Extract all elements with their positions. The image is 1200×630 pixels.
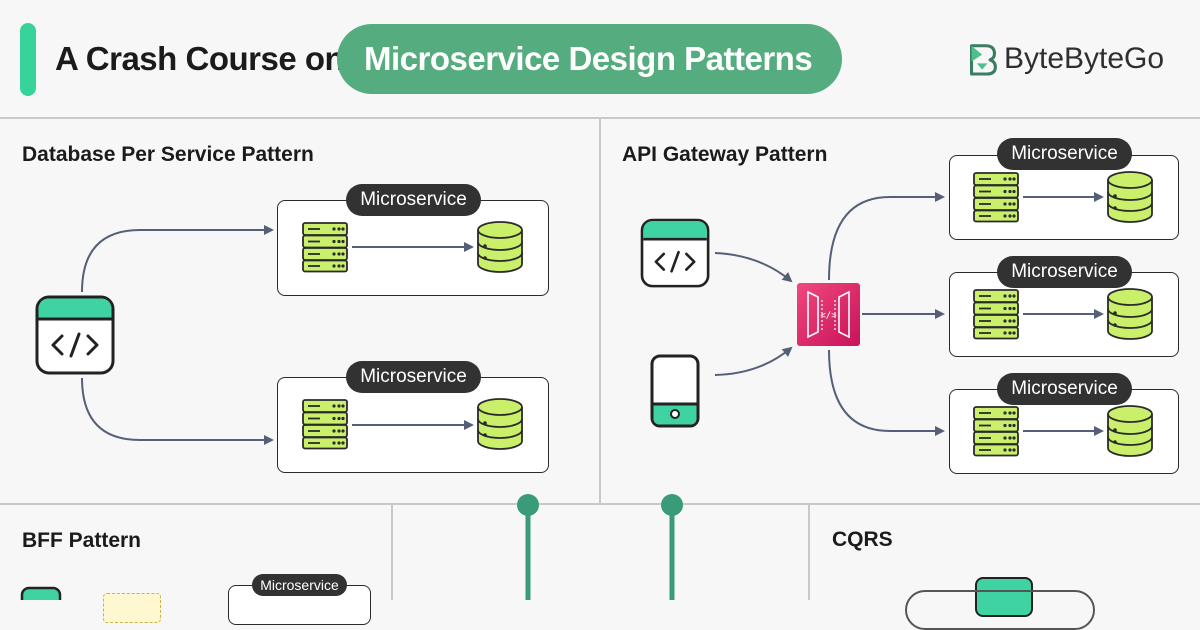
divider-bottom-right: [808, 504, 810, 600]
flow-arrow: [81, 225, 274, 293]
microservice-label: Microservice: [252, 574, 347, 596]
header: A Crash Course on Microservice Design Pa…: [0, 0, 1200, 118]
section-title-bff: BFF Pattern: [22, 529, 142, 552]
brand-name: ByteByteGo: [1004, 42, 1165, 75]
flow-arrow: [714, 252, 793, 283]
teal-connector-dot: [661, 494, 683, 516]
microservice-label: Microservice: [997, 256, 1132, 288]
divider-middle: [599, 118, 601, 504]
client-app-icon: [35, 295, 115, 375]
microservice-label: Microservice: [997, 138, 1132, 170]
api-gateway-icon: </>: [797, 283, 860, 346]
server-rack-icon: [302, 222, 348, 273]
microservice-label: Microservice: [346, 361, 481, 393]
microservice-label: Microservice: [997, 373, 1132, 405]
svg-text:</>: </>: [820, 311, 837, 321]
database-icon: [477, 398, 523, 450]
server-rack-icon: [973, 289, 1019, 340]
diagram-canvas: </>: [20, 171, 1153, 600]
server-rack-icon: [973, 406, 1019, 457]
server-rack-icon: [302, 399, 348, 450]
mobile-phone-icon: [650, 354, 700, 428]
flow-arrow: [714, 346, 793, 376]
server-rack-icon: [973, 172, 1019, 223]
database-icon: [1107, 288, 1153, 340]
divider-bottom: [0, 503, 1200, 505]
section-title-cqrs: CQRS: [832, 528, 893, 551]
teal-connector-dot: [517, 494, 539, 516]
section-title-database-per-service: Database Per Service Pattern: [22, 143, 314, 166]
microservice-label: Microservice: [346, 184, 481, 216]
brand-logo-icon: [969, 44, 997, 76]
database-icon: [1107, 171, 1153, 223]
divider-bottom-left: [391, 504, 393, 600]
title-prefix: A Crash Course on: [55, 40, 345, 77]
client-app-icon: [20, 586, 62, 600]
flow-arrow: [828, 192, 945, 281]
section-title-api-gateway: API Gateway Pattern: [622, 143, 828, 166]
flow-arrow: [828, 349, 945, 436]
flow-arrow: [81, 377, 274, 445]
database-icon: [477, 221, 523, 273]
title-highlight-pill: [337, 24, 842, 94]
accent-bar: [20, 23, 36, 96]
client-app-icon: [640, 218, 710, 288]
database-icon: [1107, 405, 1153, 457]
title-highlight: Microservice Design Patterns: [364, 40, 813, 77]
